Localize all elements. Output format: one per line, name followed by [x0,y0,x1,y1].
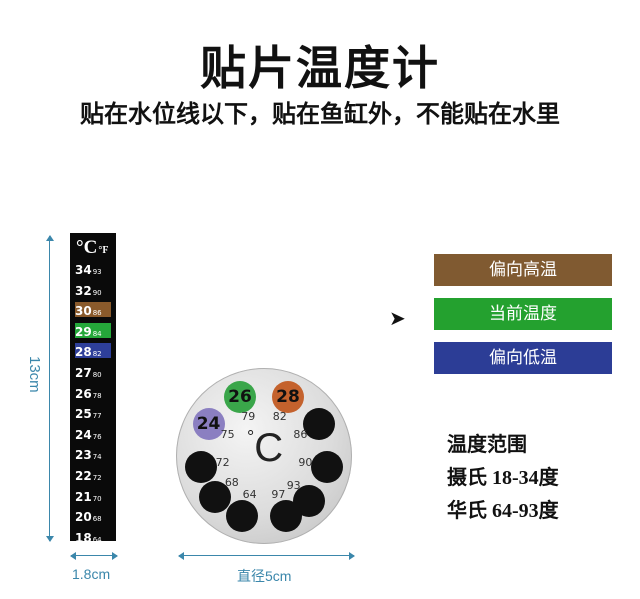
legend-item: 偏向低温 [434,342,612,374]
strip-row-celsius: 34 [75,263,92,277]
height-dimension-label: 13cm [26,356,43,393]
legend-item: 当前温度 [434,298,612,330]
strip-row-celsius: 24 [75,427,92,442]
height-dimension-line [46,235,54,542]
temp-dot-cool: 24 [192,408,225,440]
fahrenheit-scale-label: 64 [242,488,257,502]
celsius-letter: C [254,426,284,470]
strip-row-fahrenheit: 72 [92,474,102,482]
strip-row: 2678 [75,385,111,401]
fahrenheit-range: 华氏 64-93度 [447,500,559,522]
strip-row: 2068 [75,508,111,525]
strip-row-celsius: 32 [75,283,92,298]
strip-row-fahrenheit: 74 [92,453,102,462]
temp-dot-warm: 28 [271,380,304,413]
strip-row: 3086 [75,302,111,319]
temp-dot [269,500,302,533]
strip-row: 1864 [75,529,111,545]
strip-row-celsius: 23 [75,448,92,463]
strip-row-celsius: 29 [75,324,92,339]
fahrenheit-scale-label: 90 [298,456,313,470]
strip-row: 3493 [75,261,111,277]
page-subtitle: 贴在水位线以下，贴在鱼缸外，不能贴在水里 [80,100,560,128]
strip-row-fahrenheit: 77 [92,412,102,421]
range-heading: 温度范围 [447,434,527,456]
strip-row-celsius: 30 [75,304,92,319]
temp-dot [303,408,336,440]
fahrenheit-scale-label: 86 [293,428,308,441]
strip-row: 2476 [75,426,111,442]
celsius-unit: °C [76,237,98,258]
fahrenheit-scale-label: 72 [215,456,230,470]
strip-row-celsius: 18 [75,530,92,545]
fahrenheit-scale-label: 97 [271,488,286,502]
strip-row-fahrenheit: 82 [92,350,102,359]
strip-row: 3290 [75,282,111,298]
diameter-dimension-line [178,552,355,560]
strip-unit-header: °C°F [76,237,108,259]
strip-row: 2272 [75,467,111,483]
strip-row: 2374 [75,446,111,463]
fahrenheit-scale-label: 82 [272,410,287,424]
strip-row-fahrenheit: 76 [92,432,102,441]
celsius-symbol: °C [247,426,283,471]
width-dimension-label: 1.8cm [72,566,111,582]
fahrenheit-scale-label: 68 [224,475,239,489]
strip-row-celsius: 28 [75,345,92,360]
width-dimension-line [70,552,118,560]
fahrenheit-scale-label: 75 [220,428,235,441]
strip-row-celsius: 21 [75,489,92,504]
fahrenheit-scale-label: 79 [241,410,256,424]
strip-row-fahrenheit: 78 [92,391,102,400]
temp-dot [198,481,231,514]
arrow-right-icon: ➤ [389,306,406,330]
fahrenheit-scale-label: 93 [286,478,301,492]
strip-row-celsius: 26 [75,386,92,401]
page-title: 贴片温度计 [200,41,440,95]
strip-row-fahrenheit: 93 [92,268,102,276]
strip-row-fahrenheit: 86 [92,309,102,318]
strip-row-celsius: 25 [75,407,92,422]
celsius-range: 摄氏 18-34度 [447,467,559,489]
legend-item: 偏向高温 [434,254,612,286]
temp-dot [226,500,259,533]
strip-row-fahrenheit: 64 [92,535,102,544]
degree-symbol: ° [247,427,255,447]
strip-row: 2170 [75,488,111,504]
temp-dot-cur: 26 [224,380,257,413]
strip-row-celsius: 27 [75,366,92,380]
strip-row-fahrenheit: 80 [92,371,102,379]
strip-row-celsius: 20 [75,510,92,525]
strip-row-fahrenheit: 90 [92,288,102,297]
diameter-dimension-label: 直径5cm [237,568,292,584]
strip-row: 2882 [75,343,111,360]
strip-row-fahrenheit: 84 [92,329,102,338]
strip-row: 2577 [75,405,111,422]
strip-row-celsius: 22 [75,469,92,483]
strip-row: 2984 [75,322,111,339]
strip-row-fahrenheit: 70 [92,494,102,503]
strip-row-fahrenheit: 68 [92,515,102,524]
temp-dot [311,451,344,484]
strip-row: 2780 [75,364,111,380]
fahrenheit-unit: °F [98,245,109,256]
temp-dot [184,451,217,484]
